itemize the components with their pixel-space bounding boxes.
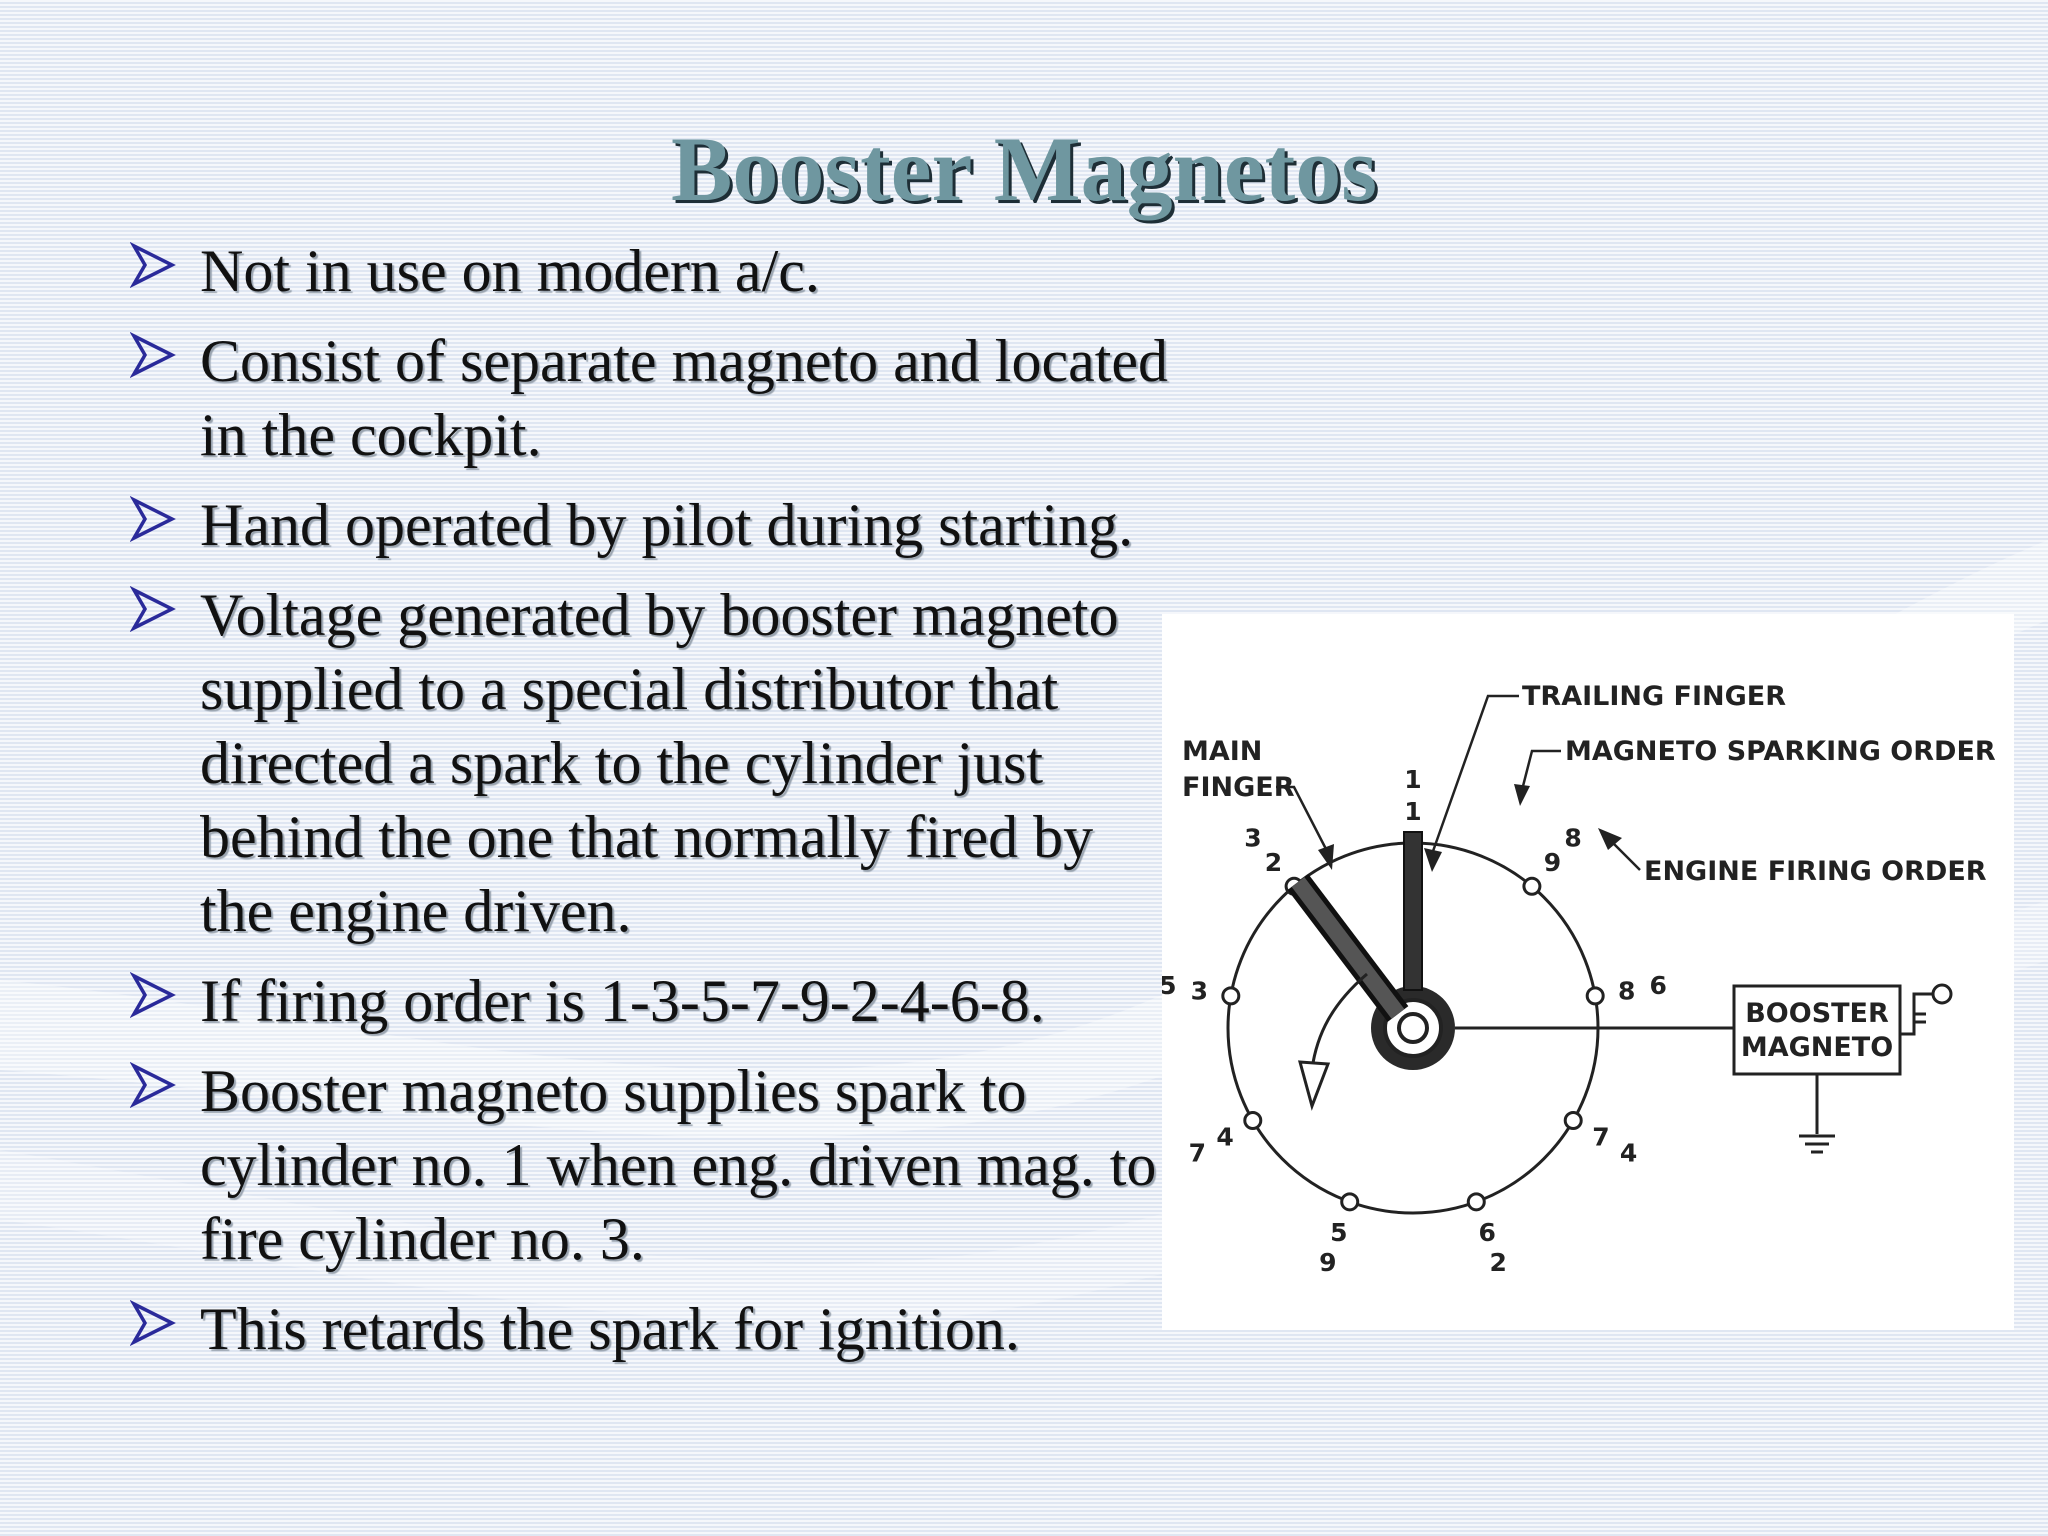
sparking-order-leader <box>1520 749 1561 791</box>
rotation-arrowhead <box>1297 1060 1331 1111</box>
bullet-text: If firing order is 1-3-5-7-9-2-4-6-8. <box>200 968 1045 1034</box>
engine-firing-number: 2 <box>1489 1248 1506 1277</box>
bullet-item: This retards the spark for ignition. <box>120 1292 1180 1366</box>
bullet-item: Booster magneto supplies spark to cylind… <box>120 1054 1180 1276</box>
bullet-item: Not in use on modern a/c. <box>120 234 1180 308</box>
arrow-bullet-icon <box>130 1062 176 1108</box>
engine-firing-order-label: ENGINE FIRING ORDER <box>1644 856 1987 887</box>
firing-order-leader <box>1609 839 1641 871</box>
ground-symbol-icon <box>1799 1134 1835 1154</box>
bullet-text: This retards the spark for ignition. <box>200 1296 1020 1362</box>
rotation-arrow <box>1310 972 1368 1070</box>
main-finger-label-line2: FINGER <box>1182 772 1295 803</box>
sparking-order-number: 3 <box>1191 976 1208 1005</box>
sparking-order-number: 1 <box>1404 797 1421 826</box>
main-finger-arm-highlight <box>1291 877 1405 1019</box>
engine-firing-number: 3 <box>1244 823 1261 852</box>
bullet-text: Not in use on modern a/c. <box>200 238 820 304</box>
bullet-text: Consist of separate magneto and located … <box>200 328 1169 468</box>
arrow-bullet-icon <box>130 242 176 288</box>
crank-knob <box>1931 983 1953 1005</box>
distributor-contact <box>1243 1111 1263 1130</box>
arrow-bullet-icon <box>130 496 176 542</box>
engine-firing-number: 4 <box>1620 1139 1637 1168</box>
arrow-bullet-icon <box>130 1300 176 1346</box>
trailing-finger-leader <box>1430 694 1519 855</box>
distributor-contact <box>1522 876 1542 896</box>
distributor-contact <box>1563 1111 1583 1130</box>
sparking-order-number: 2 <box>1265 848 1282 877</box>
engine-firing-number: 8 <box>1564 823 1581 852</box>
trailing-finger-arrowhead <box>1424 848 1442 872</box>
bullet-text: Hand operated by pilot during starting. <box>200 492 1134 558</box>
magneto-sparking-order-label: MAGNETO SPARKING ORDER <box>1565 736 1996 767</box>
bullet-item: Voltage generated by booster magneto sup… <box>120 578 1180 948</box>
trailing-finger-label: TRAILING FINGER <box>1522 681 1786 712</box>
engine-firing-number: 6 <box>1650 971 1667 1000</box>
sparking-order-number: 9 <box>1544 848 1561 877</box>
sparking-order-arrowhead <box>1514 784 1530 806</box>
main-finger-arrowhead <box>1318 844 1334 870</box>
engine-firing-number: 5 <box>1162 971 1176 1000</box>
bullet-text: Booster magneto supplies spark to cylind… <box>200 1058 1157 1272</box>
slide-title: Booster Magnetos <box>670 118 1378 220</box>
distributor-contact <box>1340 1192 1360 1212</box>
arrow-bullet-icon <box>130 972 176 1018</box>
bullet-list: Not in use on modern a/c. Consist of sep… <box>120 234 1180 1382</box>
sparking-order-number: 7 <box>1592 1123 1609 1152</box>
bullet-item: Consist of separate magneto and located … <box>120 324 1180 472</box>
engine-firing-number: 7 <box>1189 1139 1206 1168</box>
rotor-hub-core <box>1397 1012 1429 1044</box>
arrow-bullet-icon <box>130 586 176 632</box>
booster-label-line2: MAGNETO <box>1741 1032 1893 1063</box>
engine-firing-number: 9 <box>1319 1248 1336 1277</box>
bullet-item: Hand operated by pilot during starting. <box>120 488 1180 562</box>
distributor-contact <box>1221 986 1241 1006</box>
trailing-finger-arm <box>1403 831 1423 991</box>
sparking-order-number: 4 <box>1216 1123 1233 1152</box>
sparking-order-number: 6 <box>1479 1218 1496 1247</box>
crank-handle-icon <box>1900 992 1932 1036</box>
bullet-text: Voltage generated by booster magneto sup… <box>200 582 1119 944</box>
main-finger-label-line1: MAIN <box>1182 736 1262 767</box>
booster-label-line1: BOOSTER <box>1745 998 1889 1029</box>
main-finger-leader <box>1276 785 1329 852</box>
sparking-order-number: 5 <box>1330 1218 1347 1247</box>
engine-firing-number: 1 <box>1404 765 1421 794</box>
arrow-bullet-icon <box>130 332 176 378</box>
distributor-contact <box>1585 986 1605 1006</box>
bullet-item: If firing order is 1-3-5-7-9-2-4-6-8. <box>120 964 1180 1038</box>
rotor-hub-inner <box>1383 998 1443 1058</box>
sparking-order-number: 8 <box>1618 976 1635 1005</box>
firing-order-arrowhead <box>1598 828 1622 850</box>
distributor-contact <box>1466 1192 1486 1212</box>
